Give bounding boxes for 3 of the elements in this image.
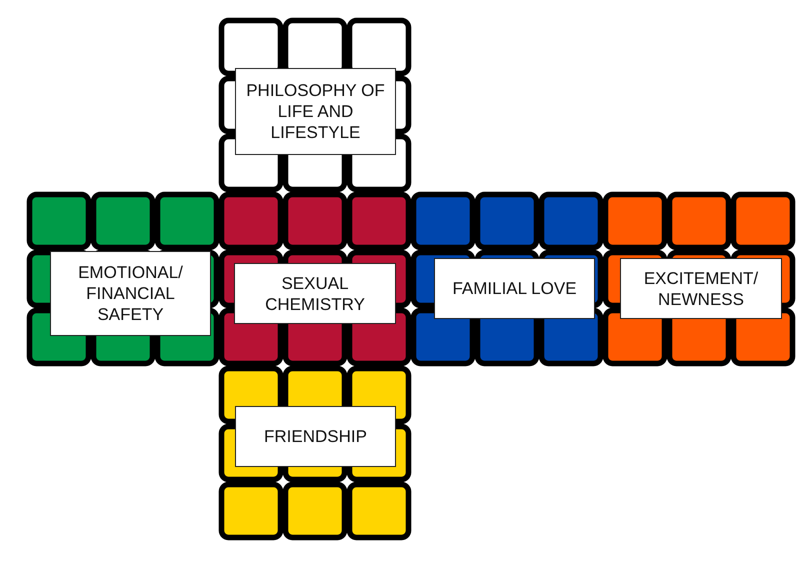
label-card: EXCITEMENT/ NEWNESS: [620, 258, 782, 319]
label-card: PHILOSOPHY OF LIFE AND LIFESTYLE: [235, 68, 396, 155]
label-card: EMOTIONAL/ FINANCIAL SAFETY: [50, 251, 211, 336]
